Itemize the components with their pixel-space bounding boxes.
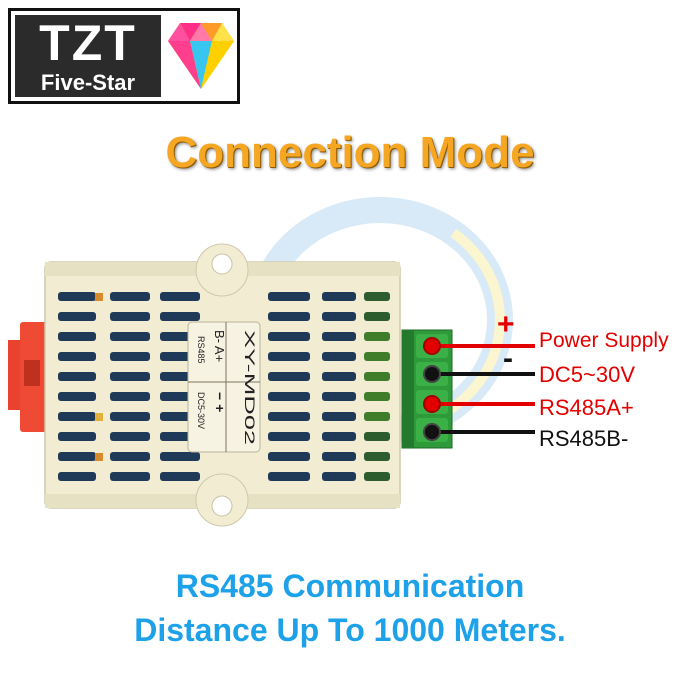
model-label-panel: XY-MD02 B- A+ RS485 − + DC5-30V: [187, 321, 261, 453]
logo-box: TZT Five-Star: [15, 15, 161, 97]
din-clip: [8, 322, 50, 432]
dc-range-label: DC5-30V: [196, 392, 206, 429]
rs485-label: RS485: [196, 336, 206, 364]
page-title: Connection Mode: [165, 128, 535, 177]
module-housing: [44, 243, 401, 527]
brand-logo: TZT Five-Star: [8, 8, 240, 104]
wire-power-minus: [423, 365, 535, 383]
wire-power-plus: [423, 337, 535, 355]
footer-line-2: Distance Up To 1000 Meters.: [134, 612, 566, 648]
footer-line-1: RS485 Communication: [175, 568, 525, 604]
plus-sign: +: [497, 308, 515, 341]
logo-tagline: Five-Star: [40, 70, 136, 95]
model-name: XY-MD02: [242, 330, 258, 445]
minus-sign: -: [503, 342, 513, 375]
wire-rs485-a: [423, 395, 535, 413]
power-pins-label: − +: [212, 392, 228, 412]
terminal-label-power-supply: Power Supply: [539, 329, 669, 352]
wire-rs485-b: [423, 423, 535, 441]
terminal-label-rs485-a: RS485A+: [539, 395, 634, 420]
diamond-icon: [168, 23, 234, 89]
terminal-label-rs485-b: RS485B-: [539, 426, 629, 451]
logo-brand-text: TZT: [39, 15, 137, 71]
terminal-label-dc: DC5~30V: [539, 362, 636, 387]
bus-pins-label: B- A+: [212, 330, 227, 362]
